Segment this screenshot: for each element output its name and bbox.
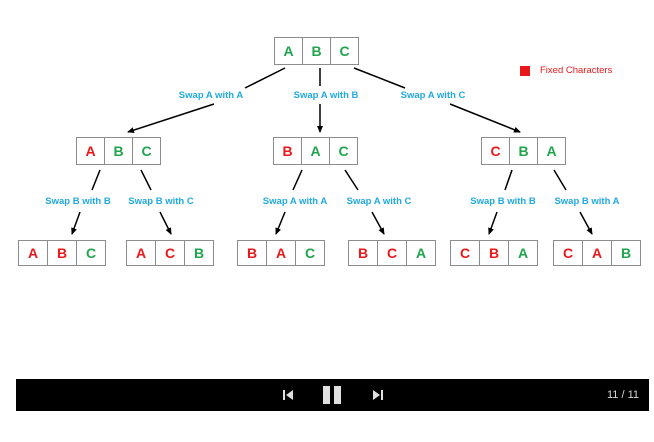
edge-line: [553, 169, 567, 191]
skip-next-icon: [373, 390, 383, 400]
edge-label: Swap B with C: [128, 196, 194, 207]
previous-slide-button[interactable]: [278, 379, 298, 411]
char-cell: A: [126, 240, 156, 266]
slide-counter: 11 / 11: [606, 389, 639, 401]
char-cell: B: [302, 37, 331, 65]
edge-line: [344, 169, 359, 191]
legend-label: Fixed Characters: [540, 65, 613, 76]
edge-line: [140, 169, 152, 191]
edge-label: Swap B with B: [45, 196, 111, 207]
char-cell: C: [76, 240, 106, 266]
char-cell: B: [348, 240, 378, 266]
char-cell: A: [301, 137, 330, 165]
edge-arrow: [579, 211, 593, 235]
char-cell: C: [295, 240, 325, 266]
edge-label: Swap A with C: [346, 196, 412, 207]
player-controls-bar: 11 / 11: [16, 379, 649, 411]
edge-line: [292, 169, 303, 191]
char-cell: B: [237, 240, 267, 266]
legend: Fixed Characters: [520, 65, 612, 76]
char-cell: A: [582, 240, 612, 266]
pause-icon: [323, 386, 341, 404]
char-cell: C: [481, 137, 510, 165]
edge-arrow: [127, 103, 215, 133]
char-cell: B: [611, 240, 641, 266]
char-cell: C: [450, 240, 480, 266]
skip-previous-icon: [283, 390, 293, 400]
char-cell: C: [553, 240, 583, 266]
pause-button[interactable]: [318, 379, 346, 411]
edge-arrow: [275, 211, 286, 235]
char-cell: A: [406, 240, 436, 266]
edge-arrow: [371, 211, 385, 235]
edge-arrow: [488, 211, 498, 235]
char-cell: B: [47, 240, 77, 266]
edge-arrow: [159, 211, 172, 235]
edge-line: [353, 67, 406, 89]
next-slide-button[interactable]: [368, 379, 388, 411]
char-cell: C: [330, 37, 359, 65]
edge-label: Swap B with B: [470, 196, 536, 207]
legend-swatch: [520, 65, 530, 76]
tree-edges: [71, 67, 593, 235]
edge-arrow: [71, 211, 81, 235]
char-cell: A: [266, 240, 296, 266]
char-cell: A: [274, 37, 303, 65]
edge-label: Swap A with A: [262, 196, 328, 207]
char-cell: B: [479, 240, 509, 266]
edge-line: [91, 169, 101, 191]
char-cell: A: [76, 137, 105, 165]
char-cell: B: [184, 240, 214, 266]
char-cell: A: [508, 240, 538, 266]
char-cell: C: [377, 240, 407, 266]
edge-label: Swap A with B: [293, 90, 359, 101]
char-cell: A: [537, 137, 566, 165]
char-cell: C: [329, 137, 358, 165]
edge-line: [504, 169, 513, 191]
edge-label: Swap A with C: [400, 90, 466, 101]
char-cell: C: [155, 240, 185, 266]
char-cell: A: [18, 240, 48, 266]
char-cell: B: [104, 137, 133, 165]
char-cell: B: [509, 137, 538, 165]
edge-label: Swap B with A: [554, 196, 620, 207]
char-cell: B: [273, 137, 302, 165]
edge-arrow: [449, 103, 521, 133]
char-cell: C: [132, 137, 161, 165]
edge-label: Swap A with A: [178, 90, 244, 101]
edge-line: [244, 67, 286, 89]
